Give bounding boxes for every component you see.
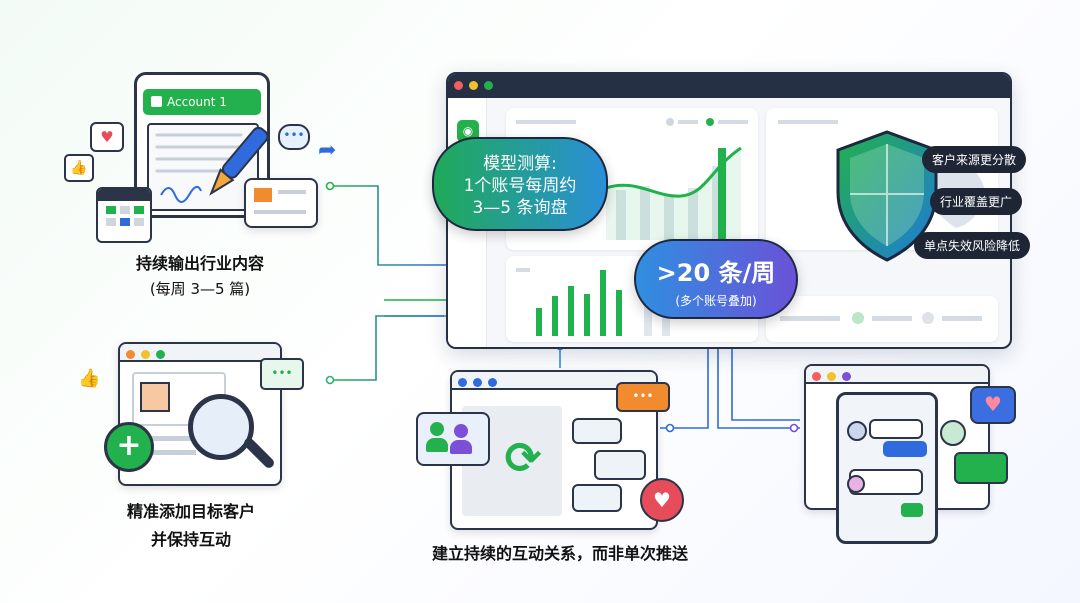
account-header: Account 1 bbox=[143, 89, 261, 115]
estimate-line1: 模型测算: bbox=[483, 154, 557, 174]
user-icon bbox=[151, 96, 162, 107]
calendar-icon bbox=[96, 187, 152, 243]
message-bubble-2 bbox=[594, 450, 646, 480]
magnifier-icon bbox=[188, 394, 254, 460]
thumbs-up-icon: 👍 bbox=[64, 154, 94, 182]
avatar bbox=[847, 421, 867, 441]
interaction-caption: 建立持续的互动关系，而非单次推送 bbox=[431, 544, 688, 563]
sync-icon: ⟳ bbox=[504, 433, 542, 484]
chat-bubble-icon bbox=[954, 452, 1008, 484]
content-caption: 持续输出行业内容 (每周 3—5 篇) bbox=[80, 250, 320, 299]
text-lines bbox=[155, 133, 243, 203]
customers-caption-line1: 精准添加目标客户 bbox=[126, 502, 255, 521]
message-bubble-blue bbox=[883, 441, 927, 457]
window-titlebar bbox=[448, 74, 1010, 98]
share-arrow-icon: ➦ bbox=[318, 138, 337, 163]
contacts-icon bbox=[416, 412, 490, 466]
customers-caption-line2: 并保持互动 bbox=[150, 530, 231, 549]
plus-icon: + bbox=[104, 422, 154, 472]
speech-bubble-icon: ••• bbox=[278, 124, 310, 150]
content-output-group: Account 1 ♥ 👍 ••• ➦ 持续输出行业内容 (每周 3—5 篇) bbox=[60, 72, 340, 302]
heart-bubble-icon: ♥ bbox=[90, 122, 124, 152]
estimate-pill: 模型测算: 1个账号每周约 3—5 条询盘 bbox=[432, 137, 608, 231]
heart-bubble-icon: ♥ bbox=[970, 386, 1016, 424]
content-caption-line1: 持续输出行业内容 bbox=[135, 254, 264, 273]
customers-caption: 精准添加目标客户 并保持互动 bbox=[76, 498, 306, 550]
benefit-tag-1: 客户来源更分散 bbox=[922, 146, 1027, 173]
avatar bbox=[140, 382, 170, 412]
total-pill: >20 条/周 (多个账号叠加) bbox=[634, 239, 798, 319]
handshake-heart-icon: ♥ bbox=[640, 478, 684, 522]
wechat-icon: ◉ bbox=[457, 120, 479, 142]
message-bubble-1 bbox=[572, 418, 622, 444]
thumbs-up-icon: 👍 bbox=[78, 368, 101, 389]
benefit-tag-3: 单点失效风险降低 bbox=[914, 232, 1031, 259]
interaction-window: ⟳ bbox=[450, 370, 658, 530]
trend-panel bbox=[506, 108, 758, 250]
fountain-pen-icon bbox=[209, 126, 269, 196]
stats-panel bbox=[766, 296, 998, 342]
trend-chart bbox=[605, 146, 742, 240]
avatar bbox=[847, 475, 865, 493]
tablet-device bbox=[836, 392, 938, 544]
article-card bbox=[244, 178, 318, 228]
total-value: >20 条/周 bbox=[656, 259, 776, 287]
message-bubble-1 bbox=[869, 419, 923, 439]
estimate-line2: 1个账号每周约 bbox=[463, 176, 577, 196]
account-label: Account 1 bbox=[167, 95, 227, 109]
benefit-tag-2: 行业覆盖更广 bbox=[930, 188, 1023, 215]
chat-bubble-icon: ••• bbox=[260, 358, 304, 390]
estimate-line3: 3—5 条询盘 bbox=[472, 198, 568, 218]
message-bubble-3 bbox=[572, 484, 622, 512]
avatar bbox=[940, 420, 966, 446]
content-caption-line2: (每周 3—5 篇) bbox=[149, 280, 251, 298]
total-note: (多个账号叠加) bbox=[675, 294, 757, 308]
speech-bubble-icon: ••• bbox=[616, 382, 670, 412]
message-bubble-green bbox=[901, 503, 923, 517]
add-customers-group: + ••• 👍 精准添加目标客户 并保持互动 bbox=[76, 340, 336, 550]
